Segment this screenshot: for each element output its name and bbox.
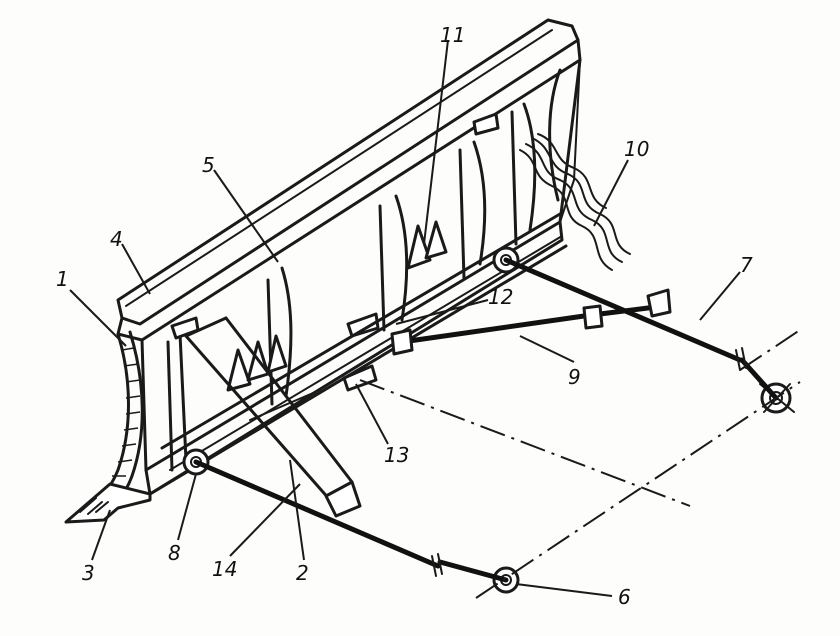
callout-14: 14 [212,557,237,581]
mount-brackets [170,112,500,392]
callout-labels: 1 2 3 4 5 6 7 8 9 10 11 12 13 14 [56,23,753,609]
teeth [226,220,448,392]
callout-3: 3 [82,561,95,585]
callout-9: 9 [568,365,581,389]
callout-1: 1 [56,267,69,291]
lower-beam [148,212,568,496]
ribs [166,102,537,472]
hoses [519,133,631,271]
callout-13: 13 [384,443,409,467]
callout-2: 2 [296,561,309,585]
callout-11: 11 [440,23,465,47]
callout-10: 10 [624,137,649,161]
moldboard [140,58,582,496]
callout-8: 8 [168,541,181,565]
knife [64,482,152,524]
tilt-strut [390,288,672,356]
callout-6: 6 [618,585,631,609]
center-lines [359,329,801,599]
callout-5: 5 [202,153,215,177]
callout-4: 4 [110,227,123,251]
callout-7: 7 [740,253,753,277]
diagonal-brace [184,316,362,518]
callout-12: 12 [488,285,513,309]
callout-leaders [69,39,741,597]
push-arms [193,257,779,583]
